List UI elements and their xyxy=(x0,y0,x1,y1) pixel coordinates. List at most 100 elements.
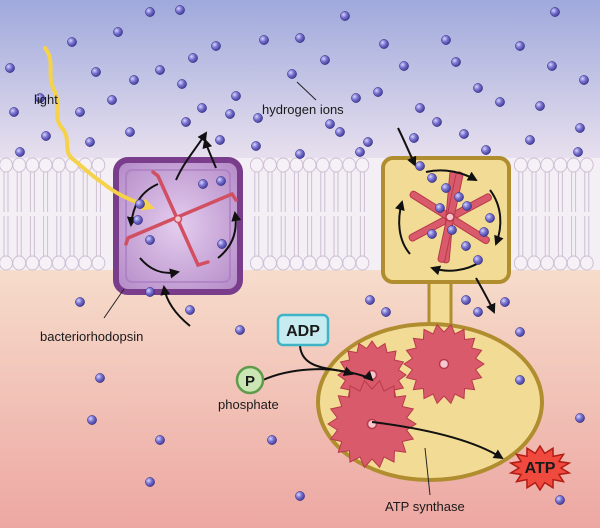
hydrogen-ion xyxy=(295,491,305,501)
hydrogen-ion xyxy=(473,307,483,317)
hydrogen-ion xyxy=(473,255,483,265)
light-label: light xyxy=(34,92,58,107)
syn-arrow-out xyxy=(475,277,496,314)
gear-top-right-hub xyxy=(438,358,450,370)
hydrogen-ion xyxy=(135,199,145,209)
hydrogen-ion xyxy=(145,235,155,245)
lipid-head xyxy=(289,255,304,271)
lipid-head xyxy=(263,255,277,271)
hydrogen-ion xyxy=(573,147,583,157)
hydrogen-ion xyxy=(415,103,425,113)
bacteriorhodopsin-leader xyxy=(103,288,125,319)
hydrogen-ion xyxy=(485,213,495,223)
outside-region xyxy=(0,0,600,160)
lipid-head xyxy=(342,157,357,173)
hydrogen-ion xyxy=(197,103,207,113)
hydrogen-ion xyxy=(575,123,585,133)
flow-arrows xyxy=(126,127,504,460)
lipid-head xyxy=(0,157,13,173)
hydrogen-ion xyxy=(451,57,461,67)
hydrogen-ion xyxy=(177,79,187,89)
lipid-head xyxy=(249,157,264,173)
phosphate-to-gear-arrow xyxy=(262,366,354,381)
hydrogen-ion xyxy=(462,201,472,211)
lipid-head xyxy=(302,157,317,173)
hydrogen-ion xyxy=(217,239,227,249)
hydrogen-ion xyxy=(381,307,391,317)
adp-label: ADP xyxy=(286,323,320,340)
hydrogen-ion xyxy=(235,325,245,335)
lipid-head xyxy=(51,255,66,271)
hydrogen-ion xyxy=(379,39,389,49)
hydrogen-ion xyxy=(211,41,221,51)
hydrogen-ion xyxy=(129,75,139,85)
lipid-head xyxy=(302,255,317,271)
hydrogen-ion xyxy=(155,435,165,445)
hydrogen-ion xyxy=(215,135,225,145)
hydrogen-ion xyxy=(231,91,241,101)
lipid-head xyxy=(315,157,330,173)
hydrogen-ion xyxy=(495,97,505,107)
hydrogen-ion xyxy=(267,435,277,445)
hydrogen-ions-leader xyxy=(296,81,317,101)
phosphate-label: phosphate xyxy=(218,397,279,412)
lipid-head xyxy=(355,255,370,271)
lipid-head xyxy=(513,157,528,173)
lipid-head xyxy=(25,157,40,173)
bacteriorhodopsin-protein xyxy=(113,157,243,295)
hydrogen-ion xyxy=(459,129,469,139)
hydrogen-ion xyxy=(427,229,437,239)
hydrogen-ion xyxy=(145,477,155,487)
lipid-head xyxy=(527,157,541,173)
hydrogen-ions-label: hydrogen ions xyxy=(262,102,344,117)
hydrogen-ion xyxy=(185,305,195,315)
hydrogen-ion xyxy=(95,373,105,383)
lipid-head xyxy=(276,255,291,271)
hydrogen-ion xyxy=(550,7,560,17)
lipid-head xyxy=(553,157,568,173)
lipid-head xyxy=(289,157,304,173)
syn-arrow-right xyxy=(489,189,504,246)
lipid-head xyxy=(65,255,79,271)
hydrogen-ion xyxy=(198,179,208,189)
hydrogen-ion xyxy=(547,61,557,71)
gear-to-atp-arrow xyxy=(371,421,504,460)
atp-label: ATP xyxy=(525,460,556,477)
br-arrow-bottom xyxy=(139,257,180,279)
hydrogen-ion xyxy=(251,141,261,151)
hydrogen-ion xyxy=(145,287,155,297)
hydrogen-ion xyxy=(441,183,451,193)
hydrogen-ion xyxy=(320,55,330,65)
lipid-head xyxy=(315,255,330,271)
hydrogen-ion xyxy=(535,101,545,111)
hydrogen-ion xyxy=(479,227,489,237)
hydrogen-ion xyxy=(355,147,365,157)
lipid-head xyxy=(553,255,568,271)
lipid-head xyxy=(91,255,106,271)
light-ray xyxy=(43,46,155,211)
lipid-head xyxy=(540,255,555,271)
lipid-head xyxy=(342,255,357,271)
lipid-head xyxy=(78,255,93,271)
hydrogen-ion xyxy=(525,135,535,145)
hydrogen-ion xyxy=(15,147,25,157)
hydrogen-ion xyxy=(113,27,123,37)
hydrogen-ion xyxy=(5,63,15,73)
lipid-head xyxy=(263,157,277,173)
adp-badge: ADP xyxy=(276,313,330,347)
hydrogen-ion xyxy=(325,119,335,129)
lipid-head xyxy=(566,157,581,173)
hydrogen-ion xyxy=(399,61,409,71)
br-arrow-right xyxy=(217,211,242,259)
br-arrow-top xyxy=(175,131,208,181)
atp-synthase-rotor-center xyxy=(445,212,455,222)
bacteriorhodopsin-label: bacteriorhodopsin xyxy=(40,329,144,344)
lipid-head xyxy=(12,255,27,271)
gear-bottom-hub xyxy=(366,418,378,430)
hydrogen-ion xyxy=(454,192,464,202)
hydrogen-ion xyxy=(461,241,471,251)
hydrogen-ion xyxy=(555,495,565,505)
hydrogen-ion xyxy=(125,127,135,137)
